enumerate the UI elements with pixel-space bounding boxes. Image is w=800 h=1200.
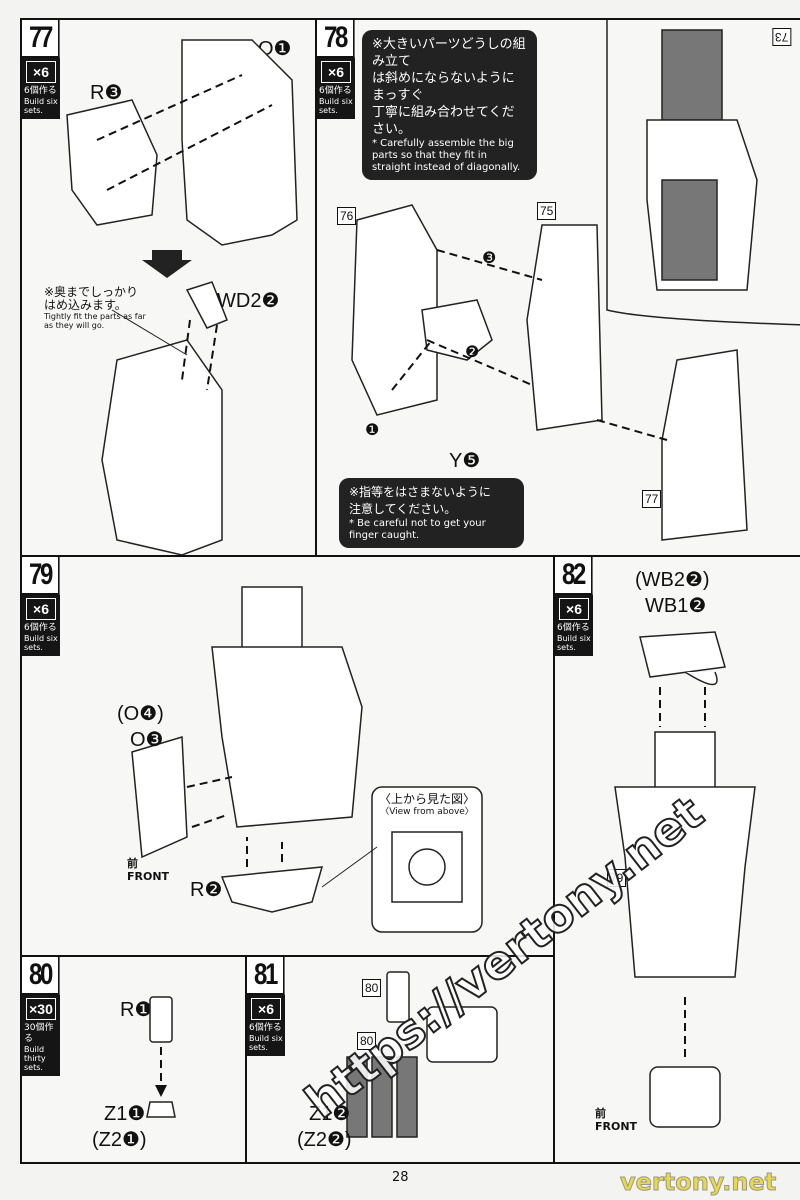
- part-label-wb2: (WB2❷): [635, 569, 710, 591]
- order-3: ❸: [482, 250, 497, 267]
- finger-caution-note: ※指等をはさまないように 注意してください。 * Be careful not …: [339, 478, 524, 548]
- part-label-z1: Z1❶: [104, 1103, 146, 1125]
- part-label-z1: Z1❷: [309, 1103, 351, 1125]
- assembly-drawing: [131, 586, 483, 933]
- part-label-o3: O❸: [130, 729, 164, 751]
- part-drawing-upper: [66, 39, 298, 556]
- ref-step-79: 79: [607, 869, 627, 887]
- part-drawing: [146, 996, 176, 1118]
- part-label-y5: Y❺: [449, 450, 481, 472]
- part-label-wb1: WB1❷: [645, 595, 707, 617]
- order-2: ❷: [465, 344, 480, 361]
- part-label-z2: (Z2❷): [297, 1129, 352, 1151]
- part-label-z2: (Z2❶): [92, 1129, 147, 1151]
- part-label-wd2: WD2❷: [217, 290, 280, 312]
- part-drawing: [346, 971, 498, 1138]
- part-label-r3: R❸: [90, 82, 123, 104]
- part-label-r2: R❷: [190, 879, 223, 901]
- assembly-drawing: [614, 631, 756, 1128]
- ref-step-80: 80: [357, 1032, 377, 1050]
- view-from-above-caption: 〈上から見た図〉 〈View from above〉: [378, 792, 475, 818]
- ref-step-76: 76: [337, 207, 357, 225]
- watermark-corner: vertony.net: [619, 1168, 777, 1197]
- ref-step-73: 73: [772, 28, 792, 46]
- ref-step-80: 80: [362, 979, 382, 997]
- fit-note: ※奥までしっかり はめ込みます。 Tightly fit the parts a…: [44, 285, 146, 331]
- part-label-r1: R❶: [120, 999, 153, 1021]
- part-label-o4: (O❹): [117, 703, 164, 725]
- ref-step-75: 75: [537, 202, 557, 220]
- assembly-caution-note: ※大きいパーツどうしの組み立て は斜めにならないようにまっすぐ 丁寧に組み合わせ…: [362, 30, 537, 180]
- order-1: ❶: [365, 422, 380, 439]
- ref-step-77: 77: [642, 490, 662, 508]
- down-arrow-icon: [142, 250, 192, 278]
- page-number: 28: [392, 1170, 409, 1185]
- assembly-drawing: [351, 20, 800, 541]
